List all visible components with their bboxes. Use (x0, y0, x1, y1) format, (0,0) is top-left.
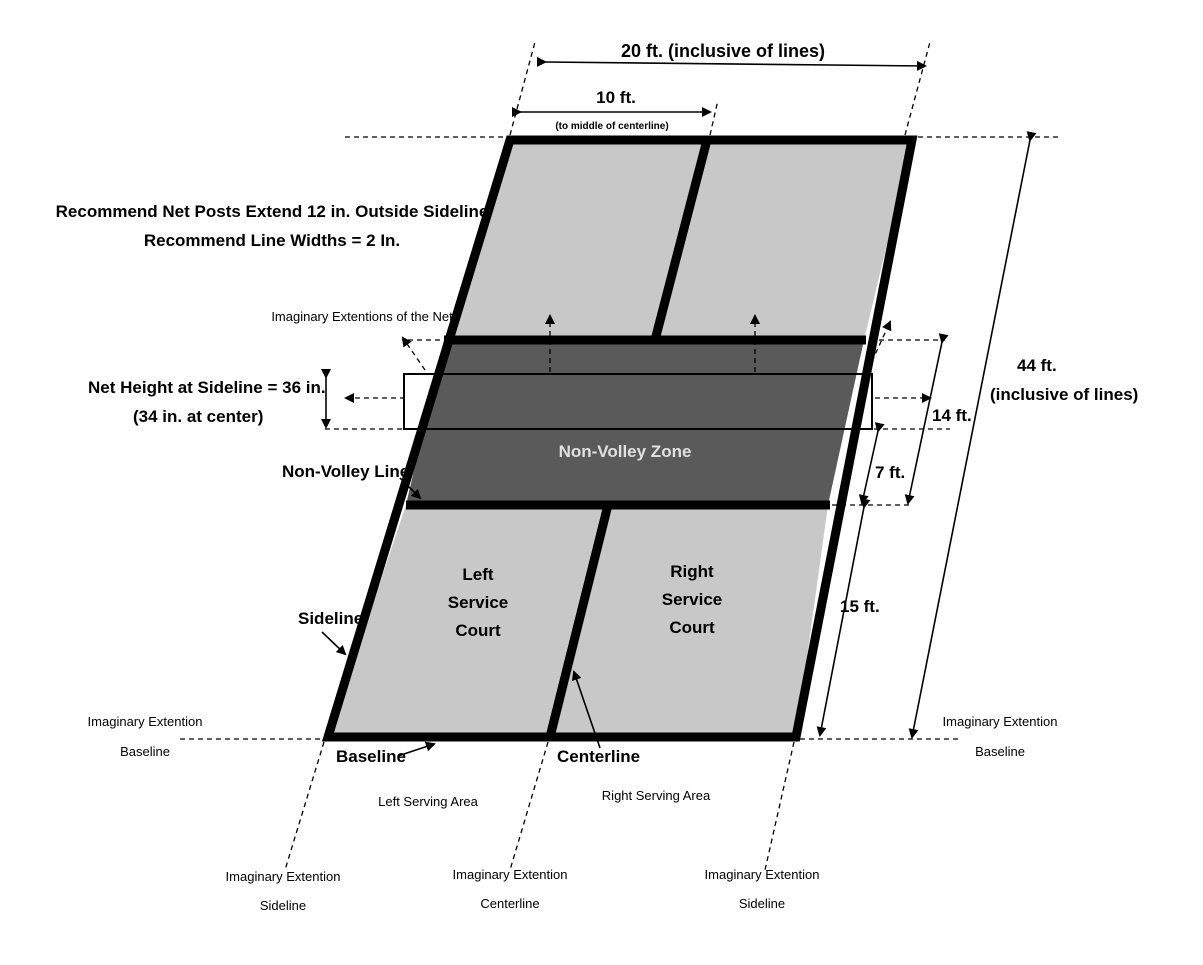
right-baseline-extension-label-2: Baseline (975, 744, 1025, 759)
right-sideline-extension-label-1: Imaginary Extention (705, 867, 820, 882)
court-outline (321, 135, 918, 742)
net-height-label: Net Height at Sideline = 36 in. (88, 378, 326, 397)
nvz-7-arrow (858, 422, 885, 505)
centerline-extension-label-1: Imaginary Extention (453, 867, 568, 882)
left-baseline-extension-label-2: Baseline (120, 744, 170, 759)
dimension-arrows (321, 56, 1037, 739)
near-centerline (545, 503, 613, 739)
right-service-court-label-2: Service (662, 590, 723, 609)
leader-arrows (321, 477, 601, 757)
centerline-extension-label-2: Centerline (480, 896, 539, 911)
right-service-court-label-1: Right (670, 562, 714, 581)
left-service-court-label-1: Left (462, 565, 494, 584)
length-44-note: (inclusive of lines) (990, 385, 1138, 404)
width-10-note: (to middle of centerline) (555, 121, 668, 132)
left-service-court-label-2: Service (448, 593, 509, 612)
right-baseline-extension-label-1: Imaginary Extention (943, 714, 1058, 729)
net-height-center-label: (34 in. at center) (133, 407, 263, 426)
service-15-arrow (816, 498, 871, 737)
non-volley-line-label: Non-Volley Line (282, 462, 409, 481)
far-centerline (650, 138, 712, 342)
net-posts-note: Recommend Net Posts Extend 12 in. Outsid… (56, 202, 489, 221)
baseline-label: Baseline (336, 747, 406, 766)
non-volley-zone-label: Non-Volley Zone (559, 442, 692, 461)
length-44-arrow (908, 131, 1037, 739)
nvz-7-label: 7 ft. (875, 463, 905, 482)
centerline-label: Centerline (557, 747, 640, 766)
width-10-label: 10 ft. (596, 88, 636, 107)
right-sideline-extension-label-2: Sideline (739, 896, 785, 911)
width-20-arrow (536, 56, 927, 71)
left-sideline-extension-label-1: Imaginary Extention (226, 869, 341, 884)
nvz-14-label: 14 ft. (932, 406, 972, 425)
net (403, 373, 873, 430)
net-extension-note: Imaginary Extentions of the Net (271, 309, 453, 324)
line-widths-note: Recommend Line Widths = 2 In. (144, 231, 400, 250)
court-lines (321, 135, 918, 742)
width-20-label: 20 ft. (inclusive of lines) (621, 41, 825, 61)
length-44-label: 44 ft. (1017, 356, 1057, 375)
right-serving-area-label: Right Serving Area (602, 788, 711, 803)
left-baseline-extension-label-1: Imaginary Extention (88, 714, 203, 729)
left-sideline-extension-label-2: Sideline (260, 898, 306, 913)
left-serving-area-label: Left Serving Area (378, 794, 478, 809)
sideline-label: Sideline (298, 609, 363, 628)
nvz-14-arrow (904, 333, 949, 505)
left-service-court-label-3: Court (455, 621, 501, 640)
right-service-court-label-3: Court (669, 618, 715, 637)
service-15-label: 15 ft. (840, 597, 880, 616)
non-volley-zone-surface (406, 340, 864, 505)
